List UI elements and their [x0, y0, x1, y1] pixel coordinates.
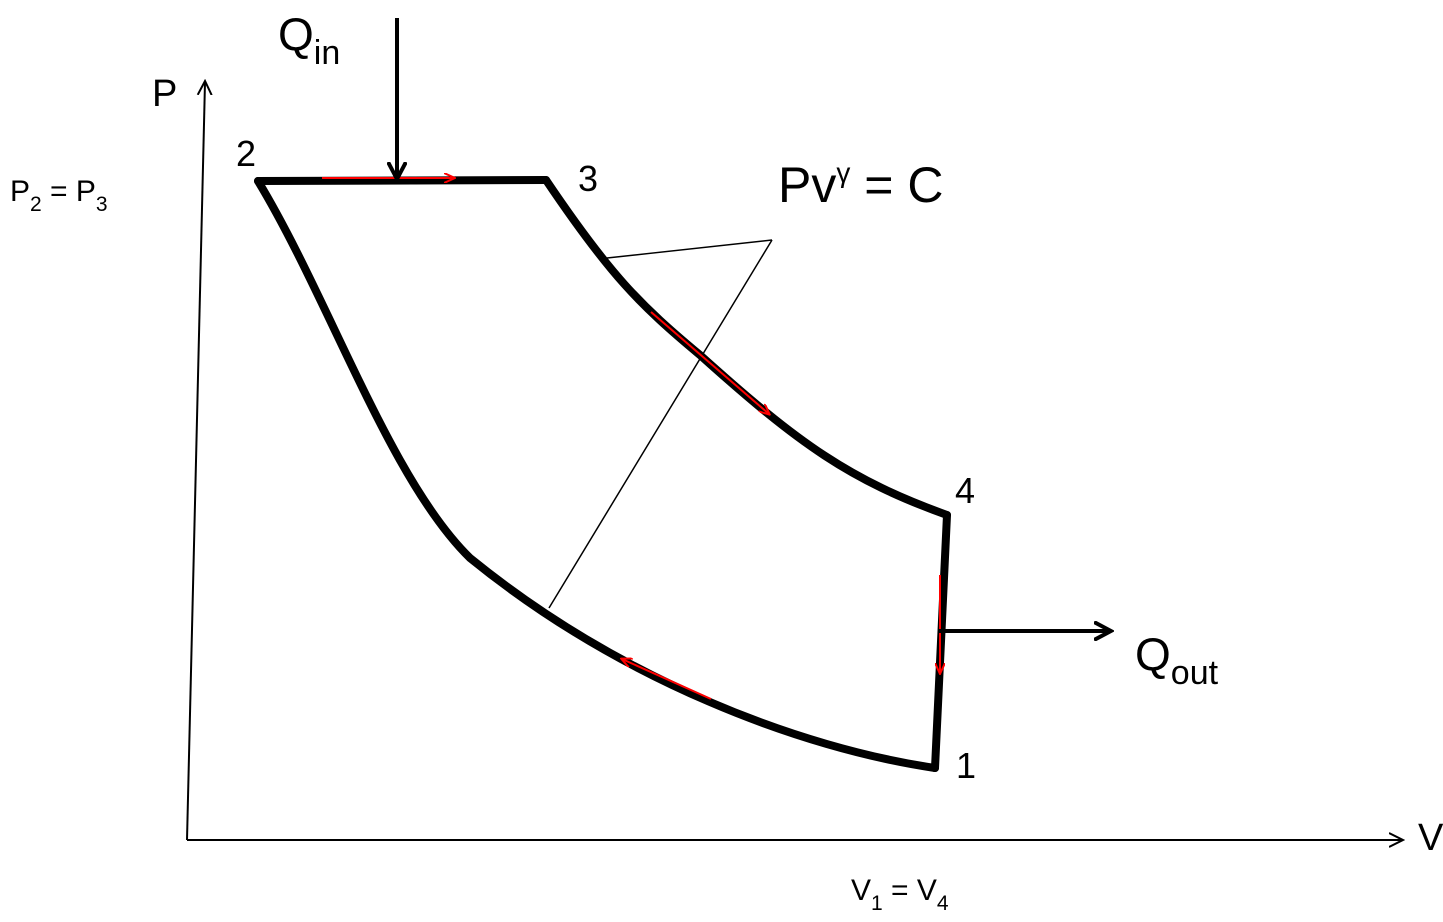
state-point-1: 1: [956, 745, 976, 786]
volume-label-v1: V: [851, 874, 871, 907]
volume-label-equals: =: [883, 874, 917, 907]
pressure-equality-label: P2 = P3: [10, 175, 108, 216]
leader-line-upper: [606, 239, 773, 259]
pressure-label-equals: =: [42, 175, 76, 208]
heat-in-label-sub: in: [314, 34, 340, 72]
isentropic-label-rest: = C: [850, 157, 943, 213]
process-3-4: [542, 176, 951, 519]
state-point-2: 2: [236, 133, 256, 174]
heat-in-label-base: Q: [278, 8, 314, 60]
pressure-label-p3-sub: 3: [96, 193, 108, 216]
isentropic-label: Pvγ = C: [778, 157, 943, 213]
direction-arrows: [322, 178, 940, 700]
heat-out-label-sub: out: [1171, 654, 1219, 692]
direction-arrow-3-4: [650, 311, 769, 414]
heat-out-label-base: Q: [1135, 628, 1171, 680]
y-axis: [186, 82, 205, 841]
y-axis-label: P: [152, 73, 177, 115]
volume-label-v4: V: [917, 874, 937, 907]
volume-label-v1-sub: 1: [871, 892, 883, 915]
heat-out-label: Qout: [1135, 628, 1219, 692]
process-2-3: [254, 176, 550, 185]
volume-label-v4-sub: 4: [937, 892, 949, 915]
direction-arrow-1-2: [622, 659, 712, 700]
isentropic-label-exponent: γ: [836, 157, 850, 188]
process-1-2: [254, 177, 939, 772]
heat-in-label: Qin: [278, 8, 340, 72]
cycle-outline: [254, 176, 951, 772]
x-axis-label: V: [1418, 817, 1443, 859]
state-point-4: 4: [955, 470, 975, 511]
pressure-label-p2: P: [10, 175, 30, 208]
isentropic-label-base: Pv: [778, 157, 836, 213]
leader-line-lower: [548, 239, 773, 609]
state-point-3: 3: [578, 158, 598, 199]
volume-equality-label: V1 = V4: [851, 874, 949, 915]
pressure-label-p2-sub: 2: [30, 193, 42, 216]
pressure-label-p3: P: [76, 175, 96, 208]
